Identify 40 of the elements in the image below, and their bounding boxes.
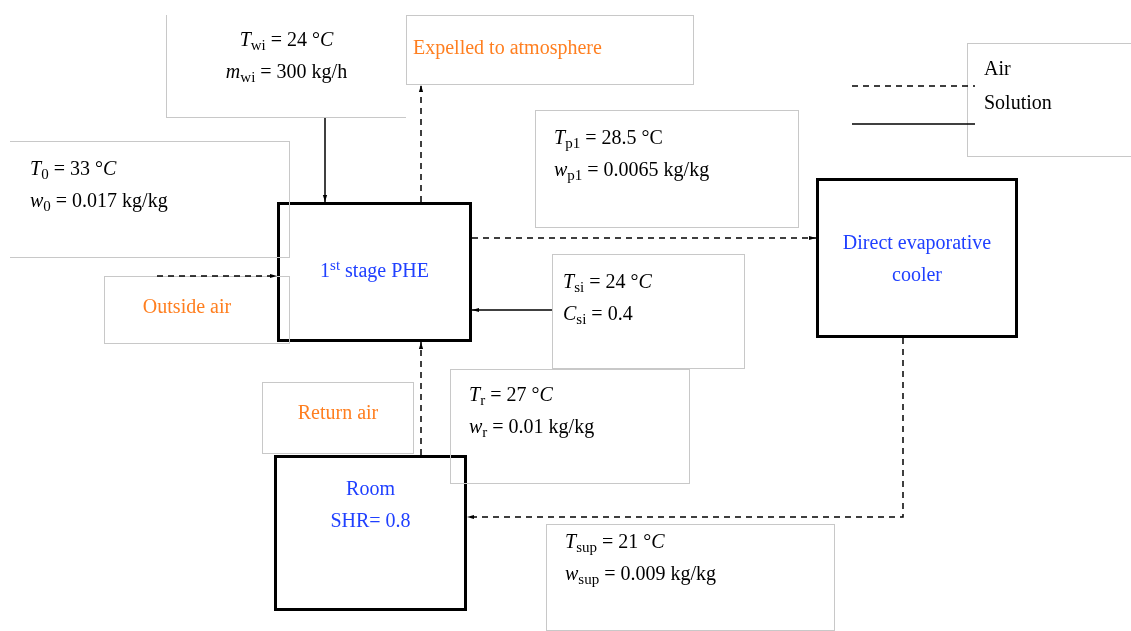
text-box — [535, 110, 799, 228]
process-label: Room — [346, 476, 395, 501]
parameter-value: T$_{si}$ = 24 °C — [563, 269, 652, 297]
parameter-value: w$_{0}$ = 0.017 kg/kg — [30, 188, 168, 216]
text-box — [10, 141, 290, 258]
process-label: 1$^{st}$ stage PHE — [320, 255, 429, 284]
text-box — [166, 15, 406, 118]
parameter-value: w$_{sup}$ = 0.009 kg/kg — [565, 561, 717, 589]
flow-label: Outside air — [142, 294, 232, 319]
process-box — [277, 202, 472, 342]
parameter-value: T$_{0}$ = 33 °C — [30, 156, 117, 184]
arrow — [466, 337, 904, 520]
parameter-value: w$_{r}$ = 0.01 kg/kg — [469, 414, 595, 442]
parameter-value: T$_{wi}$ = 24 °C — [239, 27, 334, 55]
flow-label: Expelled to atmosphere — [413, 35, 602, 61]
process-label: SHR= 0.8 — [330, 508, 411, 533]
arrow — [471, 307, 553, 313]
parameter-value: C$_{si}$ = 0.4 — [563, 301, 633, 329]
process-box — [816, 178, 1018, 338]
arrow — [418, 341, 424, 456]
parameter-value: w$_{p1}$ = 0.0065 kg/kg — [554, 157, 710, 185]
arrow — [418, 84, 424, 203]
parameter-value: T$_{p1}$ = 28.5 °C — [554, 125, 663, 153]
process-label: Direct evaporative cooler — [841, 230, 993, 287]
arrow — [471, 235, 817, 241]
process-box — [274, 455, 467, 611]
text-box — [450, 369, 690, 484]
arrow — [156, 273, 278, 279]
arrow — [322, 117, 328, 203]
parameter-value: T$_{sup}$ = 21 °C — [565, 529, 665, 557]
legend-label: Air — [984, 56, 1011, 81]
parameter-value: T$_{r}$ = 27 °C — [469, 382, 553, 410]
text-box — [546, 524, 835, 631]
text-box — [262, 382, 414, 454]
flow-label: Return air — [297, 400, 379, 425]
text-box — [104, 276, 290, 344]
legend-label: Solution — [984, 90, 1052, 115]
text-box — [406, 15, 694, 85]
text-box — [552, 254, 745, 369]
parameter-value: m$_{wi}$ = 300 kg/h — [225, 59, 348, 87]
